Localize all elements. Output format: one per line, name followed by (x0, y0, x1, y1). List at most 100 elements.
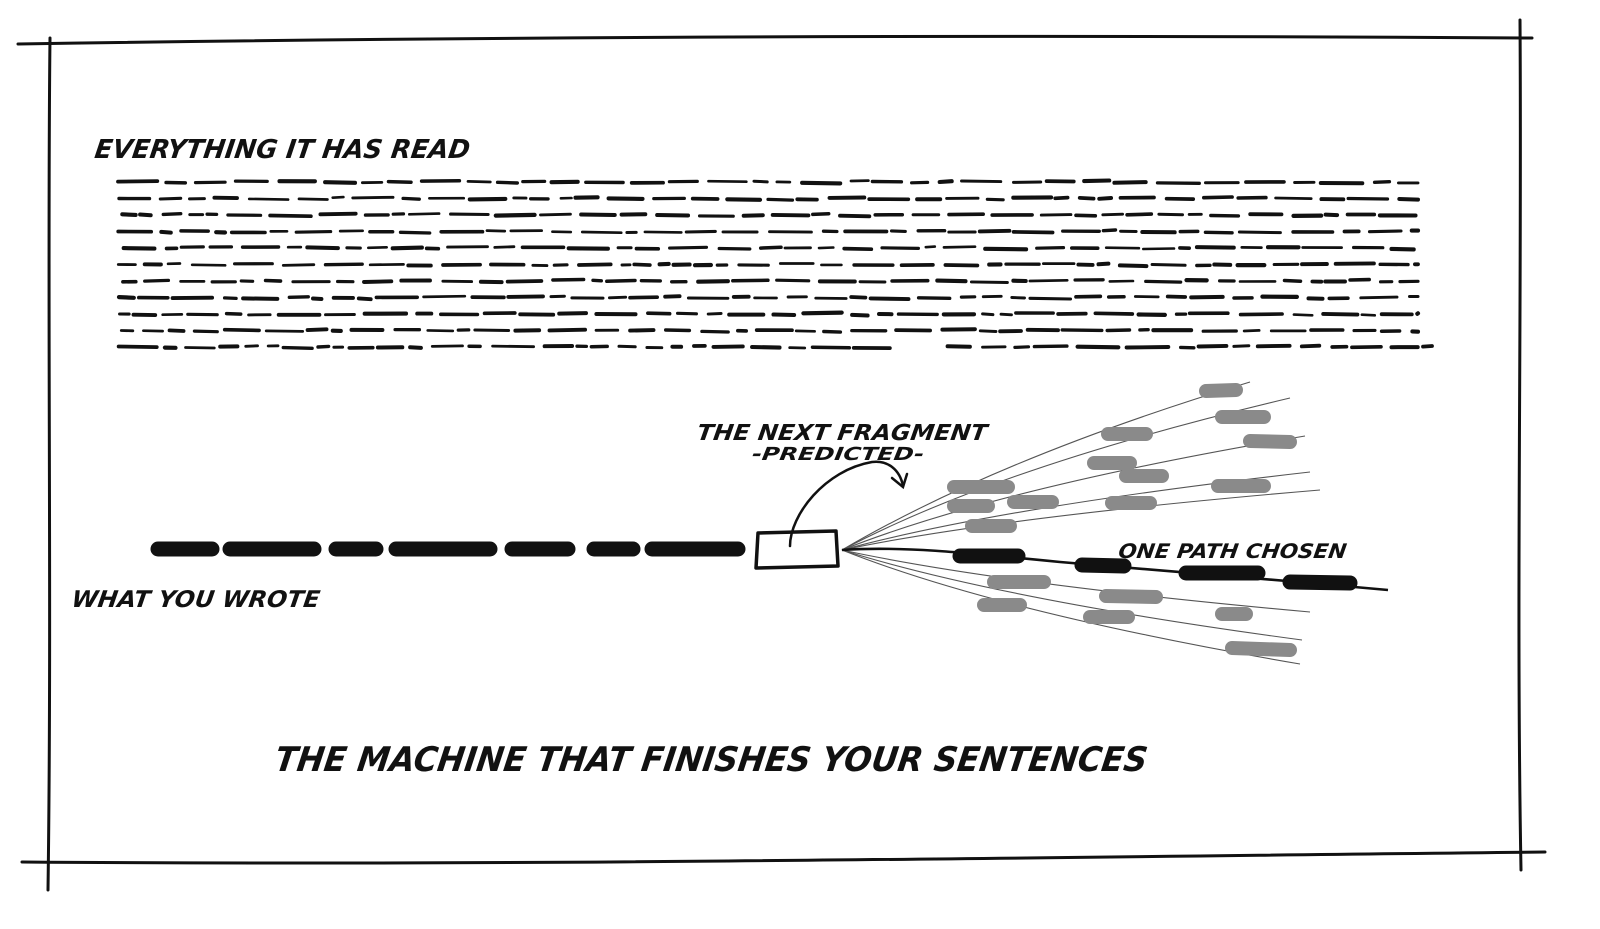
corpus-dash (775, 278, 811, 283)
corpus-dash (297, 197, 329, 201)
corpus-dash (711, 344, 745, 349)
corpus-dash (505, 279, 544, 284)
corpus-dash (547, 327, 588, 333)
corpus-dash (161, 211, 183, 217)
corpus-dash (281, 263, 316, 267)
corpus-dash (323, 180, 358, 185)
corpus-dash (244, 344, 259, 348)
corpus-dash (577, 262, 613, 267)
corpus-dash (473, 328, 511, 332)
corpus-dash (700, 329, 730, 334)
corpus-dash (485, 229, 507, 233)
corpus-dash (942, 245, 977, 249)
corpus-dash (1372, 179, 1392, 185)
corpus-dash (1101, 212, 1124, 217)
corpus-dash (1203, 230, 1234, 235)
corpus-dash (916, 296, 952, 300)
corpus-dash (159, 229, 173, 235)
corpus-dash (263, 278, 283, 283)
corpus-dash (758, 245, 783, 250)
corpus-dash (294, 230, 333, 234)
corpus-dash (1397, 197, 1420, 202)
corpus-dash (643, 230, 683, 234)
corpus-dash (1150, 263, 1187, 267)
corpus-dash (268, 213, 313, 219)
corpus-dash (1013, 345, 1031, 349)
corpus-dash (1124, 345, 1171, 350)
corpus-dash (628, 328, 656, 333)
corpus-dash (493, 212, 537, 218)
alternative-path (841, 549, 1303, 641)
alternative-path (841, 397, 1291, 551)
alternative-fragment (1099, 589, 1163, 604)
corpus-dash (1194, 245, 1236, 250)
corpus-dash (366, 246, 389, 250)
corpus-dash (491, 344, 535, 349)
corpus-dash (401, 196, 421, 201)
prediction-label-line2: -PREDICTED- (751, 444, 926, 465)
corpus-dash (770, 212, 811, 218)
corpus-dash (1274, 196, 1313, 200)
corpus-dash (466, 180, 492, 184)
corpus-dash (1346, 196, 1390, 201)
corpus-dash (407, 212, 441, 216)
corpus-dash (1415, 311, 1421, 316)
corpus-dash (331, 195, 345, 199)
corpus-dash (800, 180, 843, 186)
corpus-dash (506, 294, 545, 299)
corpus-dash (316, 344, 331, 349)
frame-right-line (1517, 18, 1523, 872)
corpus-dash (889, 229, 907, 233)
corpus-dash (981, 312, 995, 317)
corpus-dash (960, 179, 1003, 184)
corpus-dash (1321, 311, 1360, 317)
corpus-dash (184, 346, 216, 350)
corpus-dash (116, 295, 136, 300)
corpus-dash (138, 212, 153, 218)
chosen-fragment (1074, 557, 1132, 574)
corpus-dash (1144, 279, 1183, 284)
corpus-dash (811, 211, 831, 217)
corpus-dash (850, 312, 870, 318)
corpus-dash (222, 327, 261, 333)
alternative-path (841, 549, 1301, 665)
alternative-fragment (1199, 383, 1243, 398)
corpus-dash (426, 329, 455, 333)
corpus-dash (356, 296, 373, 302)
corpus-dash (281, 345, 314, 350)
corpus-dash (1053, 195, 1070, 201)
corpus-dash (617, 344, 637, 349)
corpus-dash (422, 294, 467, 299)
corpus-dash (868, 296, 911, 302)
corpus-dash (717, 246, 752, 251)
corpus-dash (1292, 313, 1314, 317)
corpus-dash (628, 295, 660, 300)
corpus-dash (1232, 344, 1251, 348)
corpus-dash (1011, 230, 1055, 235)
corpus-dash (557, 311, 588, 316)
corpus-dash (801, 310, 844, 316)
alternative-fragments (947, 383, 1297, 657)
corpus-dash (305, 245, 340, 251)
corpus-dash (467, 196, 508, 202)
prediction-label-line1: THE NEXT FRAGMENT (695, 420, 991, 446)
corpus-dash (1125, 212, 1154, 217)
corpus-dash (725, 197, 763, 202)
corpus-dash (1028, 278, 1069, 283)
corpus-dash (1096, 261, 1111, 267)
corpus-dash (969, 280, 1009, 284)
corpus-dash (591, 278, 603, 283)
corpus-heading: EVERYTHING IT HAS READ (93, 135, 472, 165)
corpus-dash (1389, 246, 1416, 252)
corpus-dash (731, 278, 770, 283)
corpus-dash (495, 180, 519, 185)
corpus-dash (1082, 178, 1112, 184)
corpus-dash (1157, 212, 1184, 217)
corpus-dash (1074, 213, 1098, 218)
corpus-dash (1075, 344, 1121, 350)
corpus-dash (668, 245, 709, 250)
corpus-dash (1060, 328, 1104, 333)
corpus-dash (632, 262, 652, 267)
corpus-dash (493, 245, 516, 249)
corpus-dash (696, 279, 730, 284)
